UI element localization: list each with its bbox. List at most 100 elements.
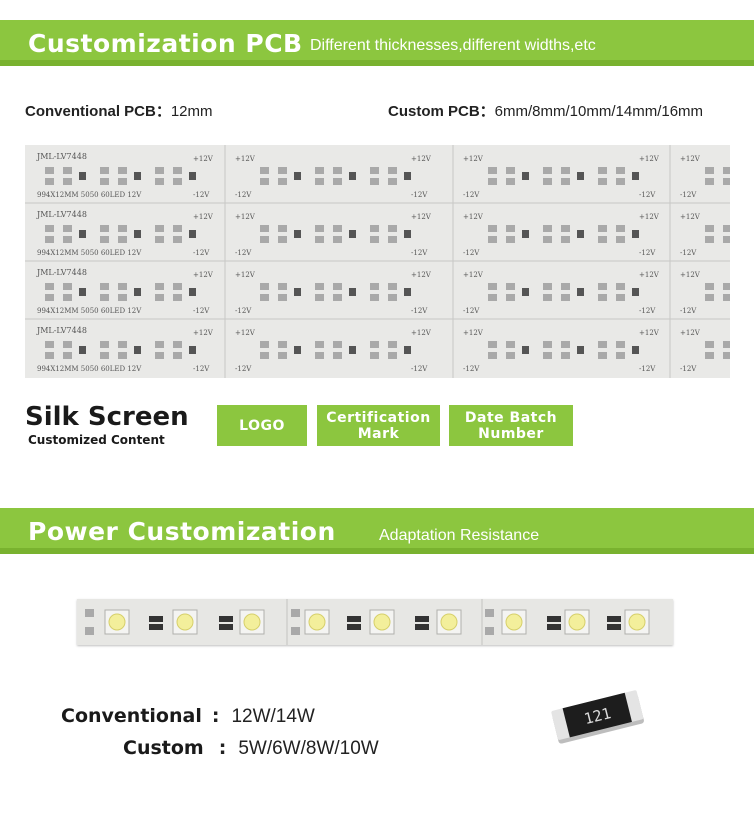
pcb-pad	[45, 294, 54, 301]
strip-resistor	[547, 624, 561, 630]
pcb-pad	[260, 167, 269, 174]
pcb-spec-text: 994X12MM 5050 60LED 12V	[37, 249, 142, 257]
pcb-plus-text: +12V	[193, 155, 214, 163]
pcb-pad	[63, 283, 72, 290]
custom-pcb-value: 6mm/8mm/10mm/14mm/16mm	[494, 103, 704, 120]
tag-certification-line2: Mark	[357, 425, 400, 442]
pcb-pad	[598, 283, 607, 290]
strip-solder-pad	[291, 609, 300, 617]
pcb-pad	[45, 236, 54, 243]
pcb-minus-text: -12V	[235, 307, 252, 315]
pcb-pad	[616, 352, 625, 359]
custom-pcb-spec: Custom PCB：6mm/8mm/10mm/14mm/16mm	[388, 100, 703, 121]
pcb-pad	[278, 167, 287, 174]
pcb-pad	[278, 283, 287, 290]
strip-resistor	[219, 616, 233, 622]
pcb-dark-pad	[522, 288, 529, 296]
pcb-pad	[561, 352, 570, 359]
pcb-pad	[543, 294, 552, 301]
pcb-dark-pad	[632, 172, 639, 180]
pcb-pad	[388, 167, 397, 174]
tag-certification-line1: Certification	[326, 409, 431, 426]
pcb-plus-text: +12V	[680, 213, 701, 221]
pcb-dark-pad	[577, 346, 584, 354]
pcb-pad	[155, 294, 164, 301]
pcb-pad	[616, 283, 625, 290]
pcb-minus-text: -12V	[639, 307, 656, 315]
pcb-pad	[118, 352, 127, 359]
pcb-pad	[506, 352, 515, 359]
pcb-pad	[616, 294, 625, 301]
pcb-pad	[278, 225, 287, 232]
pcb-dark-pad	[189, 230, 196, 238]
pcb-pad	[488, 352, 497, 359]
pcb-pad	[45, 167, 54, 174]
pcb-dark-pad	[189, 346, 196, 354]
pcb-pad	[370, 225, 379, 232]
pcb-pad	[118, 167, 127, 174]
pcb-dark-pad	[349, 230, 356, 238]
strip-solder-pad	[485, 609, 494, 617]
led-emitter	[628, 613, 646, 631]
conventional-pcb-spec: Conventional PCB：12mm	[25, 100, 213, 121]
pcb-pad	[63, 352, 72, 359]
pcb-pad	[63, 178, 72, 185]
pcb-pad	[155, 167, 164, 174]
pcb-dark-pad	[189, 288, 196, 296]
tag-date-batch-line2: Number	[478, 425, 544, 442]
pcb-minus-text: -12V	[193, 365, 210, 373]
pcb-dark-pad	[577, 288, 584, 296]
pcb-pad	[63, 341, 72, 348]
pcb-pad	[315, 178, 324, 185]
pcb-pad	[260, 352, 269, 359]
pcb-plus-text: +12V	[463, 213, 484, 221]
pcb-pad	[370, 167, 379, 174]
pcb-plus-text: +12V	[639, 155, 660, 163]
pcb-model-text: JML-LV7448	[36, 268, 87, 277]
pcb-plus-text: +12V	[639, 213, 660, 221]
pcb-plus-text: +12V	[193, 271, 214, 279]
pcb-pad	[705, 341, 714, 348]
pcb-pad	[543, 167, 552, 174]
pcb-minus-text: -12V	[639, 191, 656, 199]
pcb-pad	[723, 294, 730, 301]
pcb-pad	[388, 236, 397, 243]
pcb-minus-text: -12V	[193, 249, 210, 257]
banner-shade	[0, 60, 754, 66]
pcb-dark-pad	[632, 346, 639, 354]
pcb-pad	[333, 352, 342, 359]
pcb-pad	[100, 283, 109, 290]
pcb-plus-text: +12V	[235, 155, 256, 163]
pcb-pad	[45, 341, 54, 348]
pcb-pad	[315, 341, 324, 348]
pcb-pad	[506, 167, 515, 174]
led-emitter	[108, 613, 126, 631]
pcb-minus-text: -12V	[411, 307, 428, 315]
power-conventional-label: Conventional	[61, 705, 202, 727]
pcb-pad	[561, 178, 570, 185]
pcb-pad	[488, 341, 497, 348]
pcb-pad	[370, 352, 379, 359]
pcb-pad	[723, 352, 730, 359]
pcb-pad	[705, 283, 714, 290]
pcb-pad	[45, 283, 54, 290]
pcb-pad	[155, 352, 164, 359]
pcb-pad	[173, 352, 182, 359]
pcb-dark-pad	[522, 230, 529, 238]
pcb-model-text: JML-LV7448	[36, 210, 87, 219]
pcb-dark-pad	[294, 230, 301, 238]
pcb-pad	[278, 236, 287, 243]
pcb-pad	[543, 352, 552, 359]
led-emitter	[176, 613, 194, 631]
strip-resistor	[347, 616, 361, 622]
banner-subtitle: Adaptation Resistance	[379, 527, 540, 544]
pcb-pad	[598, 352, 607, 359]
pcb-pad	[723, 178, 730, 185]
pcb-pad	[723, 283, 730, 290]
silk-screen-title: Silk Screen	[25, 402, 189, 432]
pcb-pad	[333, 167, 342, 174]
pcb-pad	[155, 341, 164, 348]
pcb-pad	[705, 225, 714, 232]
pcb-pad	[315, 225, 324, 232]
pcb-pad	[598, 294, 607, 301]
